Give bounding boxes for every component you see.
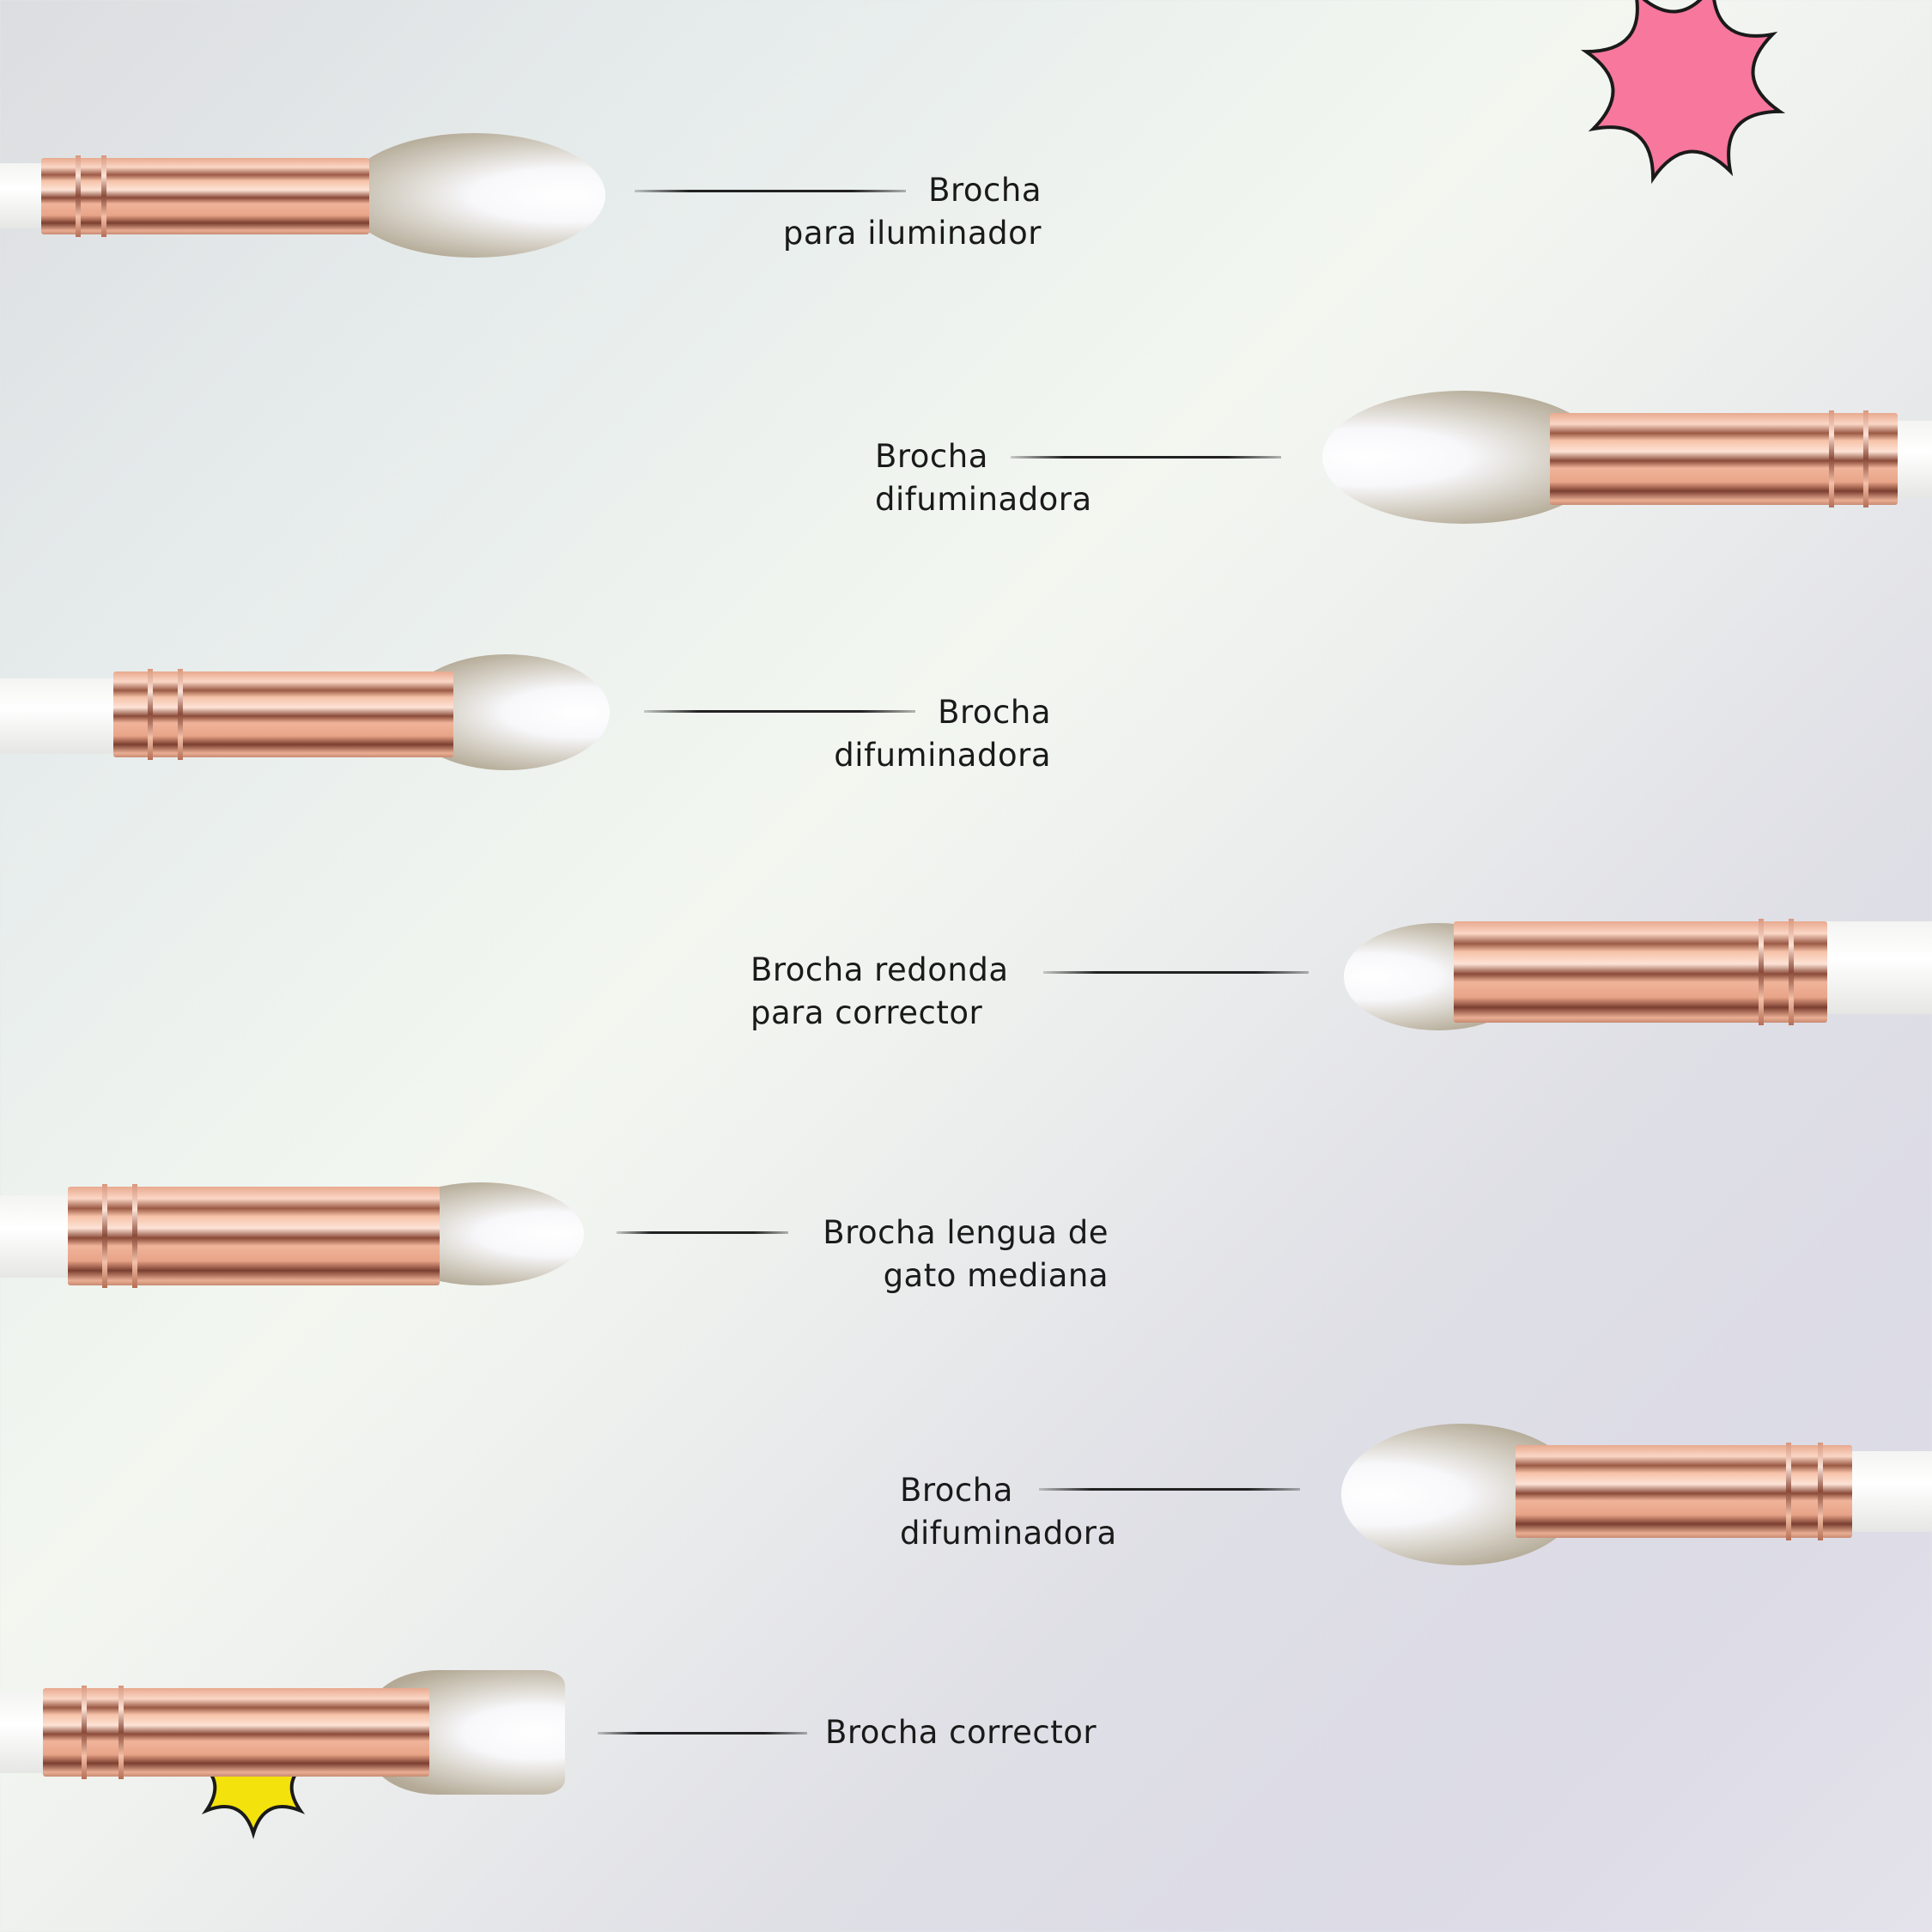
label-line: Brocha — [875, 438, 988, 475]
label-line: Brocha — [900, 1472, 1013, 1509]
label-line: difuminadora — [875, 481, 1092, 518]
label-line: Brocha corrector — [825, 1714, 1097, 1751]
connector-line — [635, 190, 906, 192]
label-line: Brocha — [928, 172, 1042, 209]
label-line: Brocha redonda — [750, 951, 1009, 988]
brush-label-blending-3: Brocha difuminadora — [900, 1469, 1117, 1555]
label-line: difuminadora — [834, 737, 1051, 774]
label-line: Brocha — [938, 694, 1051, 731]
connector-line — [617, 1231, 788, 1234]
label-line: para corrector — [750, 994, 983, 1031]
label-line: Brocha lengua de — [823, 1214, 1109, 1251]
connector-line — [644, 710, 915, 713]
brush-label-blending-2: Brocha difuminadora — [834, 691, 1051, 777]
star-shape — [1580, 0, 1786, 185]
brush-label-round-concealer: Brocha redonda para corrector — [750, 949, 1009, 1035]
label-line: para iluminador — [782, 215, 1042, 252]
label-line: difuminadora — [900, 1515, 1117, 1552]
connector-line — [1043, 971, 1309, 974]
brush-label-concealer: Brocha corrector — [825, 1711, 1097, 1754]
brush-label-blending-1: Brocha difuminadora — [875, 435, 1092, 521]
brush-label-cat-tongue-medium: Brocha lengua de gato mediana — [823, 1212, 1109, 1297]
connector-line — [1039, 1488, 1300, 1491]
brush-label-highlighter: Brocha para iluminador — [783, 169, 1042, 255]
connector-line — [1011, 456, 1281, 459]
pink-starburst-icon — [1580, 0, 1786, 185]
connector-line — [598, 1732, 807, 1735]
label-line: gato mediana — [883, 1257, 1109, 1294]
